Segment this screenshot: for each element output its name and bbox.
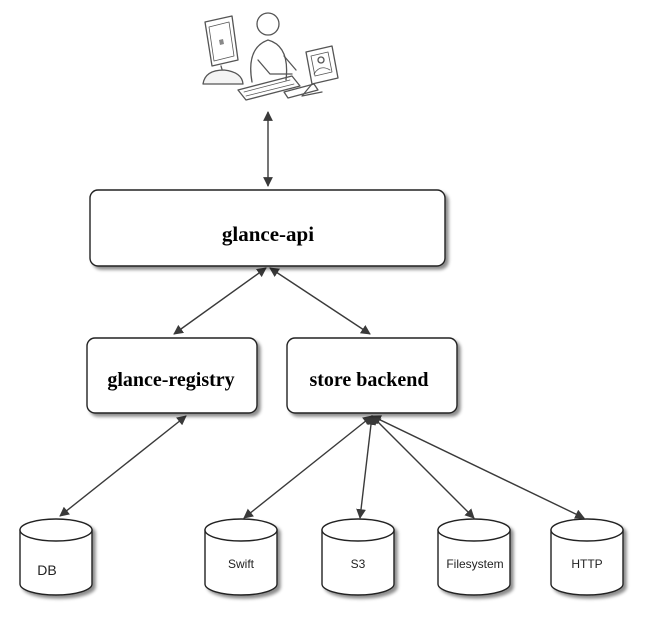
client-illustration — [202, 12, 339, 101]
user-icon — [250, 12, 297, 83]
storage-db-label: DB — [37, 562, 56, 578]
storage-s3: S3 — [321, 518, 395, 596]
connector-api-registry — [173, 267, 267, 335]
storage-swift-label: Swift — [228, 557, 255, 571]
storage-swift: Swift — [204, 518, 278, 596]
connector-store-http — [371, 415, 585, 519]
storage-http: HTTP — [550, 518, 624, 596]
client-computer-icon — [202, 15, 244, 85]
node-glance-api-label: glance-api — [222, 222, 314, 246]
connectors — [59, 111, 585, 519]
storage-filesystem-label: Filesystem — [446, 557, 503, 571]
connector-registry-db — [59, 415, 187, 517]
node-glance-api: glance-api — [89, 189, 446, 267]
storage-s3-label: S3 — [351, 557, 366, 571]
connector-api-store — [269, 267, 371, 335]
node-store-backend-label: store backend — [309, 369, 428, 391]
connector-store-swift — [243, 415, 373, 519]
storage-db: DB — [19, 518, 93, 596]
node-glance-registry-label: glance-registry — [107, 369, 234, 391]
storage-http-label: HTTP — [571, 557, 602, 571]
tablet-icon — [301, 45, 339, 97]
storage-filesystem: Filesystem — [437, 518, 511, 596]
node-glance-registry: glance-registry — [86, 337, 258, 414]
connector-store-s3 — [356, 415, 376, 519]
node-store-backend: store backend — [286, 337, 458, 414]
connector-store-filesystem — [371, 415, 475, 519]
laptop-icon — [237, 75, 319, 101]
